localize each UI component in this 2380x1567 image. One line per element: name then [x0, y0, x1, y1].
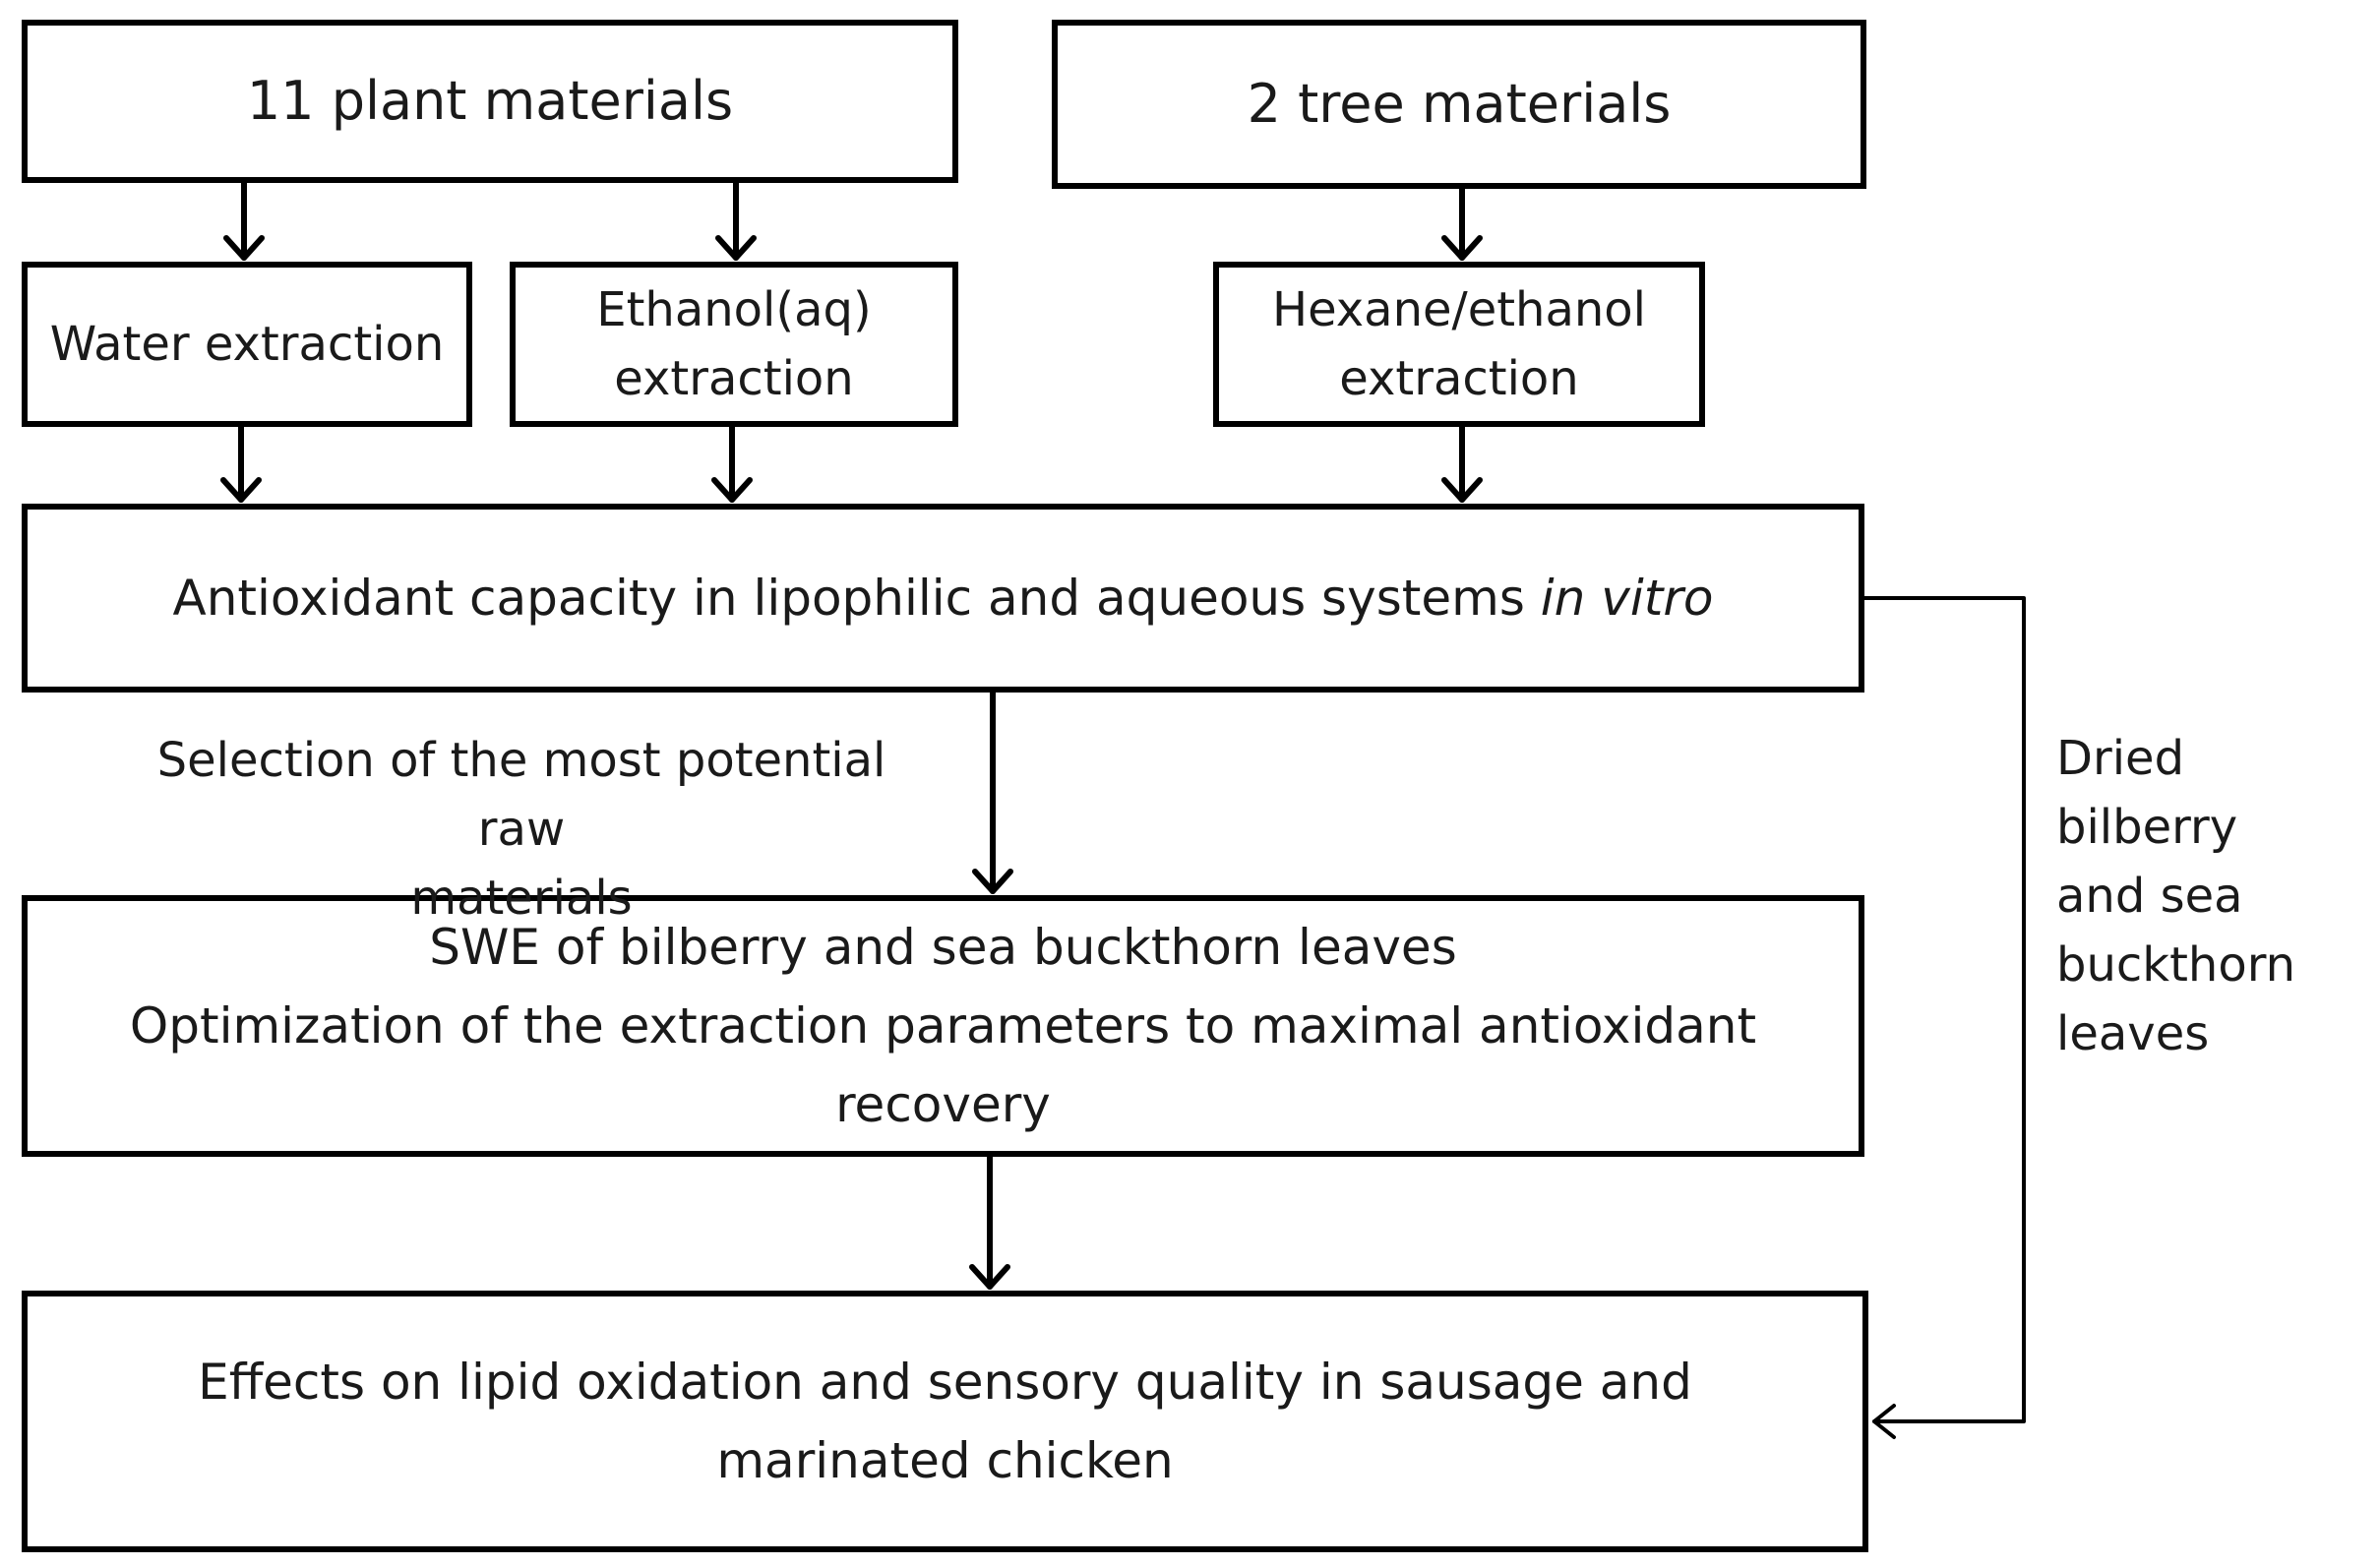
swe-optimization-box: SWE of bilberry and sea buckthorn leaves… — [22, 895, 1864, 1157]
selection-label: Selection of the most potential raw mate… — [108, 726, 935, 933]
antioxidant-capacity-italic: in vitro — [1540, 570, 1714, 627]
arrowhead-swe-to-effects — [969, 1264, 1010, 1290]
arrowhead-ethanol-to-antioxidant — [711, 477, 753, 503]
arrowhead-antioxidant-to-swe — [972, 869, 1013, 894]
effects-line-1: Effects on lipid oxidation and sensory q… — [198, 1354, 1692, 1411]
hexane-extraction-box: Hexane/ethanol extraction — [1213, 262, 1705, 427]
tree-materials-box: 2 tree materials — [1052, 20, 1866, 189]
swe-line-3: recovery — [835, 1076, 1051, 1133]
plant-materials-box: 11 plant materials — [22, 20, 958, 183]
arrowhead-water-to-antioxidant — [220, 477, 262, 503]
antioxidant-capacity-box: Antioxidant capacity in lipophilic and a… — [22, 504, 1864, 693]
ethanol-extraction-box: Ethanol(aq) extraction — [510, 262, 958, 427]
dried-line-4: leaves — [2056, 1006, 2210, 1061]
plant-materials-label: 11 plant materials — [246, 70, 734, 132]
swe-line-1: SWE of bilberry and sea buckthorn leaves — [429, 919, 1457, 976]
dried-leaves-label: Dried bilberry and sea buckthorn leaves — [2056, 724, 2371, 1068]
arrowhead-bypass-dried-leaves — [1872, 1404, 1896, 1439]
selection-line-1: Selection of the most potential raw — [156, 733, 886, 857]
arrowhead-plant-to-water — [223, 235, 265, 261]
water-extraction-label: Water extraction — [49, 317, 445, 372]
hexane-extraction-line-2: extraction — [1339, 351, 1579, 406]
selection-line-2: materials — [410, 871, 633, 926]
effects-box: Effects on lipid oxidation and sensory q… — [22, 1291, 1868, 1552]
water-extraction-box: Water extraction — [22, 262, 472, 427]
antioxidant-capacity-text: Antioxidant capacity in lipophilic and a… — [172, 570, 1541, 627]
hexane-extraction-line-1: Hexane/ethanol — [1271, 282, 1647, 337]
tree-materials-label: 2 tree materials — [1247, 73, 1672, 135]
antioxidant-capacity-label: Antioxidant capacity in lipophilic and a… — [173, 573, 1714, 623]
effects-line-2: marinated chicken — [716, 1432, 1174, 1489]
dried-line-3: buckthorn — [2056, 937, 2295, 993]
arrowhead-tree-to-hexane — [1441, 235, 1483, 261]
swe-line-2: Optimization of the extraction parameter… — [129, 997, 1757, 1055]
dried-line-1: Dried bilberry — [2056, 731, 2238, 855]
arrowhead-hexane-to-antioxidant — [1441, 477, 1483, 503]
ethanol-extraction-line-1: Ethanol(aq) — [596, 282, 872, 337]
dried-line-2: and sea — [2056, 869, 2243, 924]
ethanol-extraction-line-2: extraction — [614, 351, 854, 406]
arrowhead-plant-to-ethanol — [715, 235, 757, 261]
arrow-bypass-dried-leaves — [1862, 596, 2026, 1423]
